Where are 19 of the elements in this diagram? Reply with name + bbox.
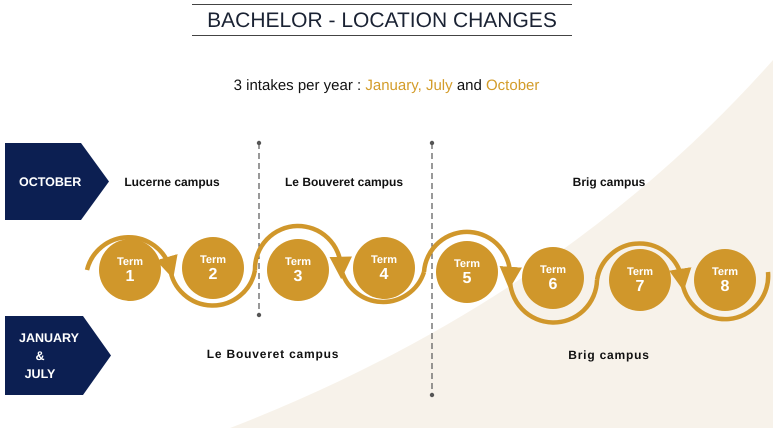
campus-label: Brig campus [568, 348, 650, 362]
intro-text: 3 intakes per year : [234, 77, 362, 94]
curved-arrow [252, 224, 352, 280]
highlight-text: October [486, 77, 540, 94]
campus-label: Le Bouveret campus [284, 175, 404, 189]
curved-arrow [422, 230, 522, 290]
campus-label: Lucerne campus [124, 175, 220, 189]
campus-label: Le Bouveret campus [206, 347, 340, 361]
month-banner: OCTOBER [5, 143, 109, 220]
term-circle: Term 2 [182, 237, 244, 299]
term-circle: Term 3 [267, 239, 329, 301]
term-circle: Term 4 [353, 237, 415, 299]
term-circle: Term 1 [99, 239, 161, 301]
title: BACHELOR - LOCATION CHANGES [192, 4, 572, 36]
term-circle: Term 5 [436, 241, 498, 303]
highlight-text: January, July [365, 77, 453, 94]
month-banner: JANUARY & JULY [5, 316, 111, 395]
intro-text: and [456, 77, 482, 94]
campus-label: Brig campus [572, 175, 646, 189]
